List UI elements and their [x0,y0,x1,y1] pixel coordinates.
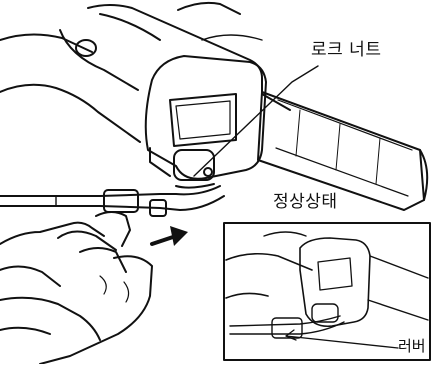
normal-state-label: 정상상태 [273,194,338,211]
lock-nut-label: 로크 너트 [311,42,381,59]
lever-label: 러버 [398,339,426,354]
throttle-housing [146,35,266,180]
adjuster-screw [204,168,212,176]
hand-illustration [0,212,152,364]
lever-leader [286,336,398,348]
mount-bolt-hole [76,40,96,56]
cable-boot [104,190,138,212]
